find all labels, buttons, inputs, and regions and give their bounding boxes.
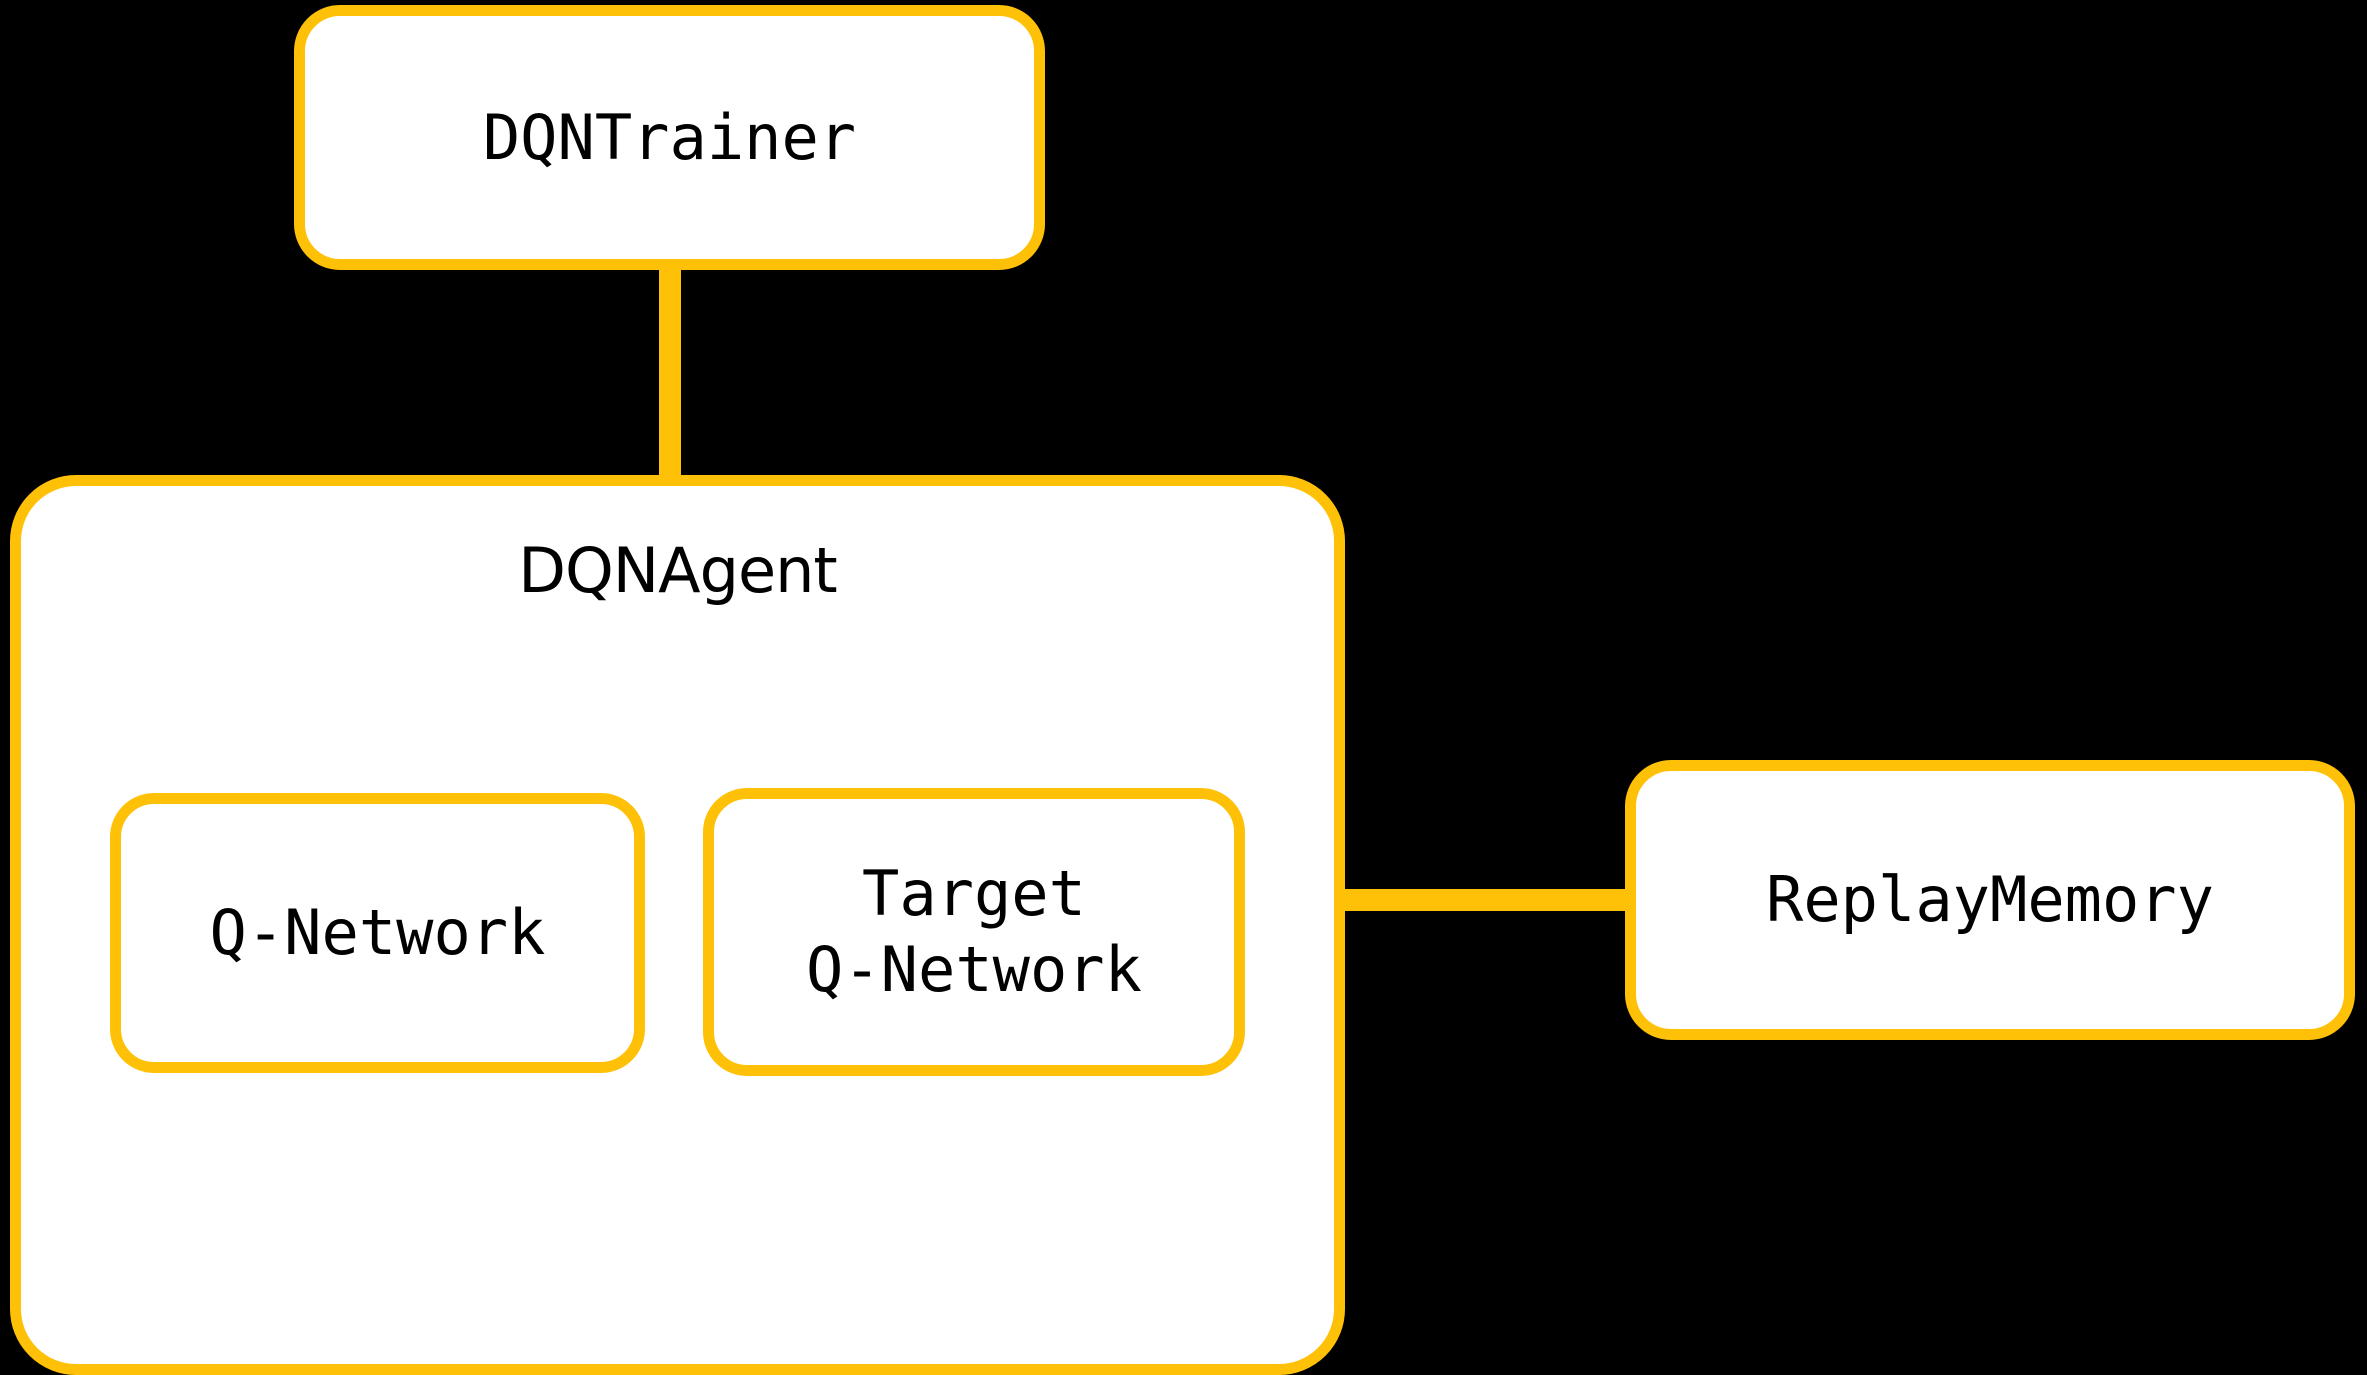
node-q-network-label: Q-Network [209,896,546,970]
node-dqn-agent-label: DQNAgent [518,534,837,607]
node-dqn-trainer-label: DQNTrainer [482,100,857,174]
connector-agent-to-replay-memory [1330,889,1640,911]
node-replay-memory-label: ReplayMemory [1766,863,2214,937]
diagram-canvas: DQNTrainer DQNAgent Q-Network Target Q-N… [10,5,2355,1375]
node-dqn-trainer[interactable]: DQNTrainer [294,5,1045,270]
node-target-q-network-label: Target Q-Network [806,857,1142,1006]
node-replay-memory[interactable]: ReplayMemory [1625,760,2355,1040]
node-q-network[interactable]: Q-Network [110,793,645,1073]
connector-trainer-to-agent [659,258,681,490]
node-target-q-network[interactable]: Target Q-Network [703,788,1245,1076]
